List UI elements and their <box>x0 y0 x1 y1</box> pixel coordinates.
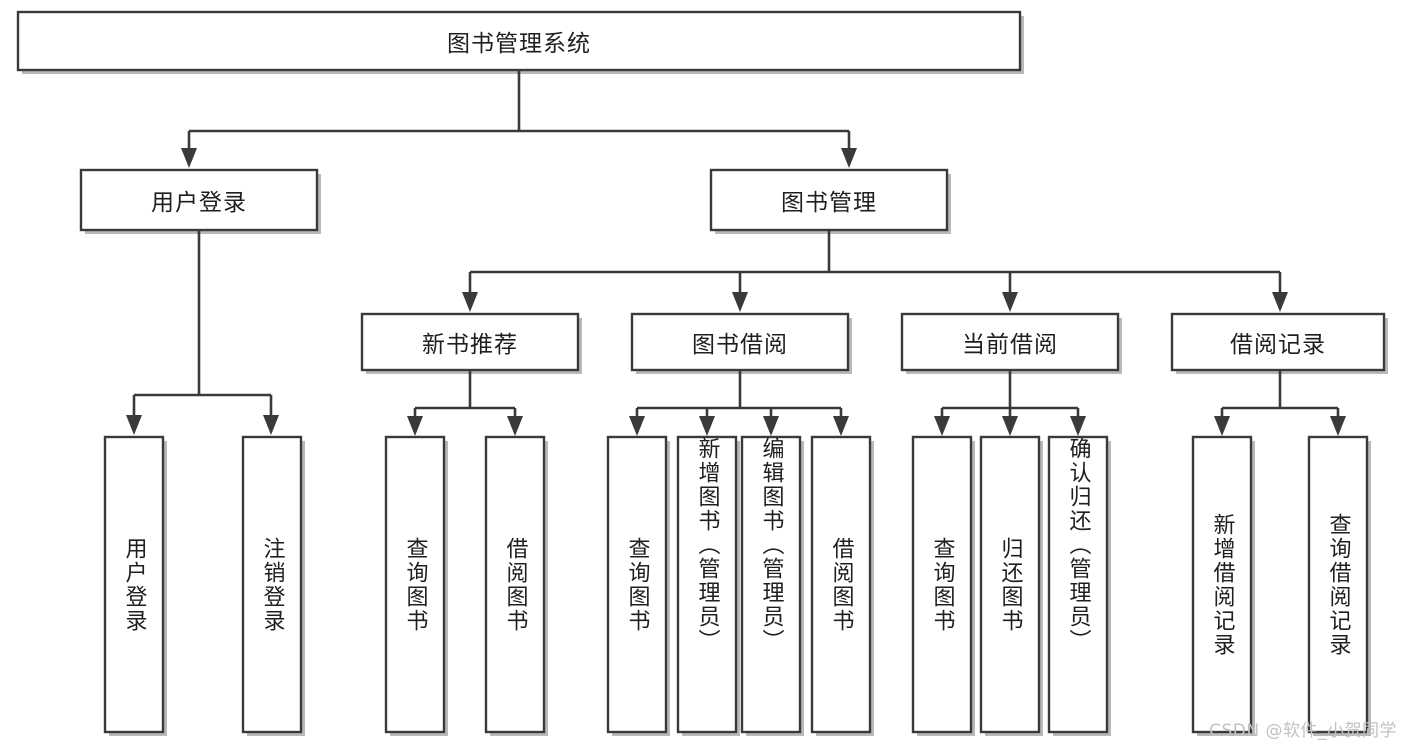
node-leaf-query-record[interactable] <box>1307 435 1371 736</box>
node-leaf-borrow-book-1[interactable] <box>484 435 548 736</box>
node-user-login-box <box>79 168 319 232</box>
leaf-box <box>103 435 165 734</box>
connector-new-book-recommend-to-leaves <box>407 370 523 436</box>
connector-borrow-record-to-leaves <box>1214 370 1346 436</box>
arrow-head-icon <box>462 292 478 312</box>
arrow-head-icon <box>1214 416 1230 436</box>
csdn-watermark: CSDN @软件_小贺同学 <box>1209 721 1397 741</box>
arrow-head-icon <box>629 416 645 436</box>
arrow-head-icon <box>732 292 748 312</box>
leaf-box <box>1191 435 1253 734</box>
node-leaf-user-login[interactable] <box>103 435 167 736</box>
arrow-head-icon <box>699 416 715 436</box>
node-borrow-record-box <box>1170 312 1386 372</box>
leaf-box <box>740 435 802 734</box>
arrow-head-icon <box>833 416 849 436</box>
node-leaf-query-book-3[interactable] <box>911 435 975 736</box>
arrow-head-icon <box>1002 416 1018 436</box>
leaf-box <box>676 435 738 734</box>
node-root-box <box>16 10 1022 72</box>
leaf-box <box>1047 435 1109 734</box>
connector-root-to-level2 <box>181 70 857 168</box>
leaf-box <box>384 435 446 734</box>
arrow-head-icon <box>1002 292 1018 312</box>
node-book-borrow[interactable] <box>630 312 852 374</box>
arrow-head-icon <box>934 416 950 436</box>
node-current-borrow[interactable] <box>900 312 1122 374</box>
arrow-head-icon <box>263 415 279 435</box>
node-user-login[interactable] <box>79 168 321 234</box>
node-current-borrow-box <box>900 312 1120 372</box>
node-new-book-recommend[interactable] <box>360 312 582 374</box>
node-leaf-query-book-2[interactable] <box>606 435 670 736</box>
leaf-box <box>1307 435 1369 734</box>
node-new-book-recommend-box <box>360 312 580 372</box>
arrow-head-icon <box>126 415 142 435</box>
node-leaf-add-record[interactable] <box>1191 435 1255 736</box>
arrow-head-icon <box>763 416 779 436</box>
connector-book-management-to-level3 <box>462 230 1288 312</box>
node-leaf-logout[interactable] <box>241 435 305 736</box>
node-leaf-return-book[interactable] <box>979 435 1043 736</box>
leaf-box <box>810 435 872 734</box>
arrow-head-icon <box>407 416 423 436</box>
arrow-head-icon <box>1070 416 1086 436</box>
node-book-management[interactable] <box>709 168 951 234</box>
node-leaf-edit-book[interactable] <box>740 435 804 736</box>
connector-user-login-to-leaves <box>126 230 279 435</box>
node-leaf-confirm-return[interactable] <box>1047 435 1111 736</box>
arrow-head-icon <box>181 148 197 168</box>
node-borrow-record[interactable] <box>1170 312 1388 374</box>
arrow-head-icon <box>1330 416 1346 436</box>
node-leaf-borrow-book-2[interactable] <box>810 435 874 736</box>
connector-book-borrow-to-leaves <box>629 370 849 436</box>
leaf-box <box>606 435 668 734</box>
node-book-borrow-box <box>630 312 850 372</box>
arrow-head-icon <box>841 148 857 168</box>
leaf-box <box>979 435 1041 734</box>
node-root[interactable] <box>16 10 1024 74</box>
leaf-box <box>484 435 546 734</box>
node-leaf-add-book[interactable] <box>676 435 740 736</box>
arrow-head-icon <box>1272 292 1288 312</box>
node-book-management-box <box>709 168 949 232</box>
connector-current-borrow-to-leaves <box>934 370 1086 436</box>
arrow-head-icon <box>507 416 523 436</box>
node-leaf-query-book-1[interactable] <box>384 435 448 736</box>
leaf-box <box>241 435 303 734</box>
leaf-box <box>911 435 973 734</box>
